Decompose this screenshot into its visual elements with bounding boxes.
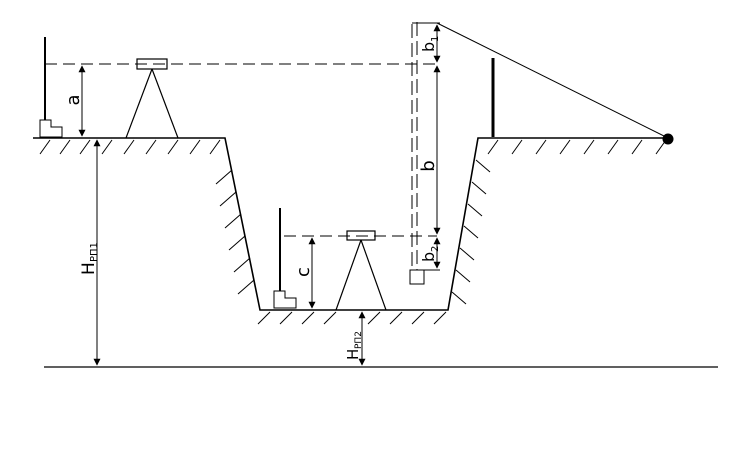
label-b1-sub: 1 bbox=[430, 36, 441, 42]
label-a: a bbox=[63, 94, 84, 105]
label-b2-sub: 2 bbox=[430, 246, 441, 252]
ground-profile bbox=[33, 137, 668, 311]
label-h-rp2: H РП2 bbox=[344, 331, 364, 360]
label-b2-main: b bbox=[419, 252, 438, 262]
benchmark-rp2 bbox=[273, 290, 297, 309]
benchmark-rp1 bbox=[39, 119, 63, 138]
inclined-wire bbox=[436, 22, 669, 139]
label-h-rp1: H РП1 bbox=[79, 242, 100, 275]
level-instrument-upper bbox=[125, 58, 179, 139]
label-b: b bbox=[418, 160, 439, 171]
level-instrument-lower bbox=[335, 230, 387, 311]
label-b1: b 1 bbox=[419, 36, 441, 52]
suspended-staff bbox=[409, 22, 440, 285]
label-h-rp2-main: H bbox=[344, 349, 362, 360]
extension-lines bbox=[80, 137, 440, 271]
label-h-rp1-sub: РП1 bbox=[89, 242, 100, 262]
anchor-weight bbox=[662, 133, 674, 145]
label-b1-main: b bbox=[419, 42, 438, 52]
label-h-rp2-sub: РП2 bbox=[354, 331, 364, 349]
dimension-arrows bbox=[78, 24, 441, 366]
label-b2: b 2 bbox=[419, 246, 441, 262]
ground-hatching bbox=[39, 139, 667, 325]
label-c: c bbox=[293, 267, 314, 277]
label-h-rp1-main: H bbox=[79, 262, 99, 275]
